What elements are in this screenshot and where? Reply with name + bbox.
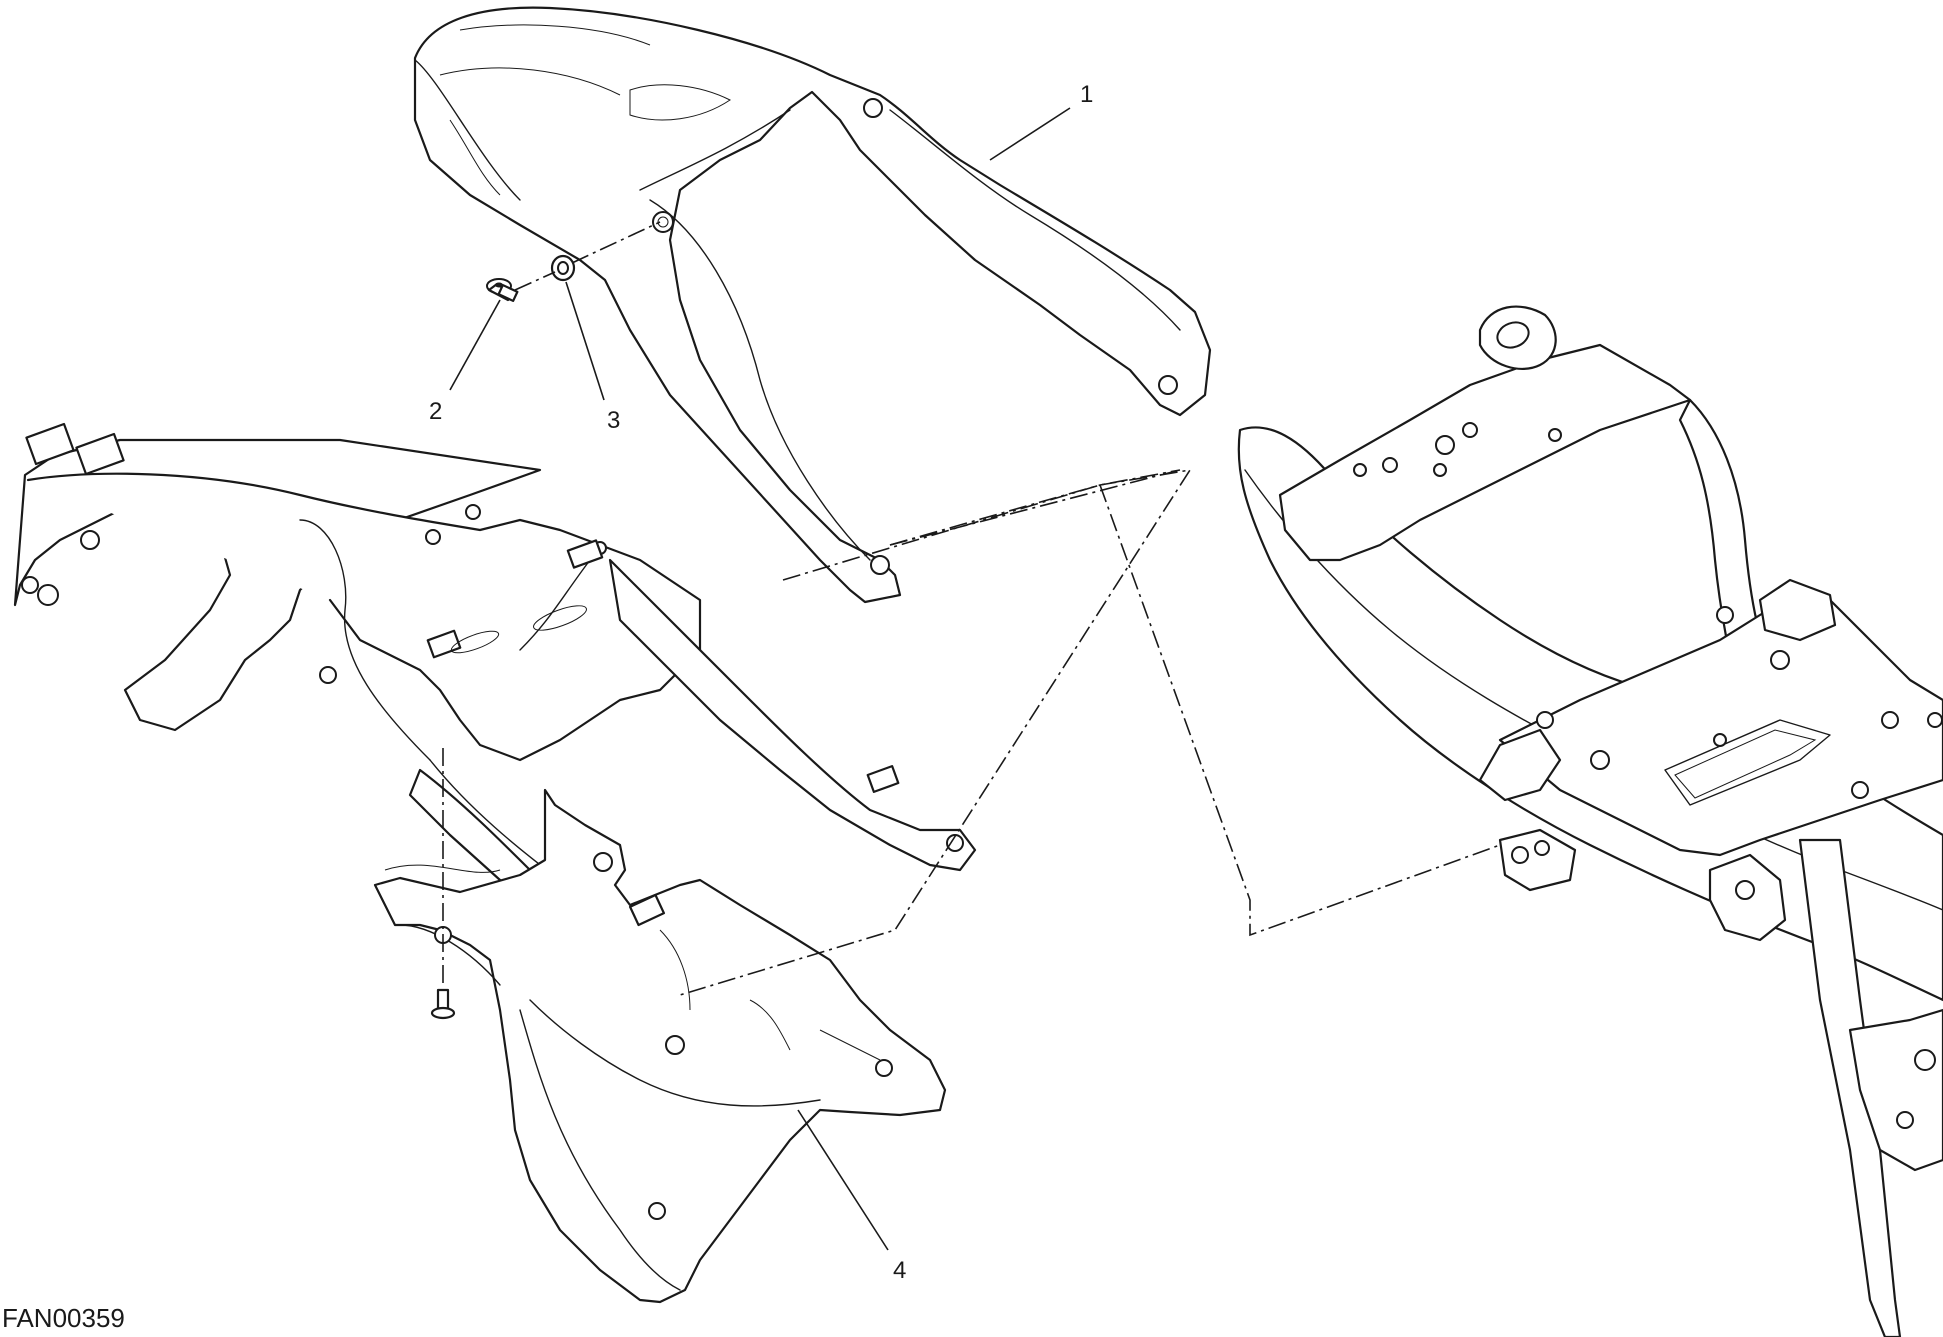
- callout-label-3: 3: [607, 407, 620, 434]
- main-frame: [1237, 305, 1943, 1337]
- reference-outline-left: [679, 468, 1192, 996]
- callout-label-4: 4: [893, 1257, 906, 1284]
- leader-line-3: [565, 281, 605, 401]
- callout-label-2: 2: [429, 398, 442, 425]
- part-2-screw: [486, 278, 519, 303]
- part-1-tail-cover: [413, 6, 1212, 604]
- leader-line-4: [797, 1109, 889, 1251]
- leader-line-1: [989, 107, 1071, 161]
- part-3-washer: [550, 254, 576, 282]
- drawing-code: FAN00359: [2, 1303, 125, 1333]
- assembly-axis-subframe: [782, 469, 1181, 581]
- leader-line-2: [449, 299, 501, 391]
- reference-outline-right: [1099, 484, 1501, 937]
- part-4-undertray: [373, 788, 947, 1304]
- assembly-axis-screw: [514, 221, 661, 291]
- callout-label-1: 1: [1080, 81, 1093, 108]
- undertray-bolt: [430, 988, 456, 1020]
